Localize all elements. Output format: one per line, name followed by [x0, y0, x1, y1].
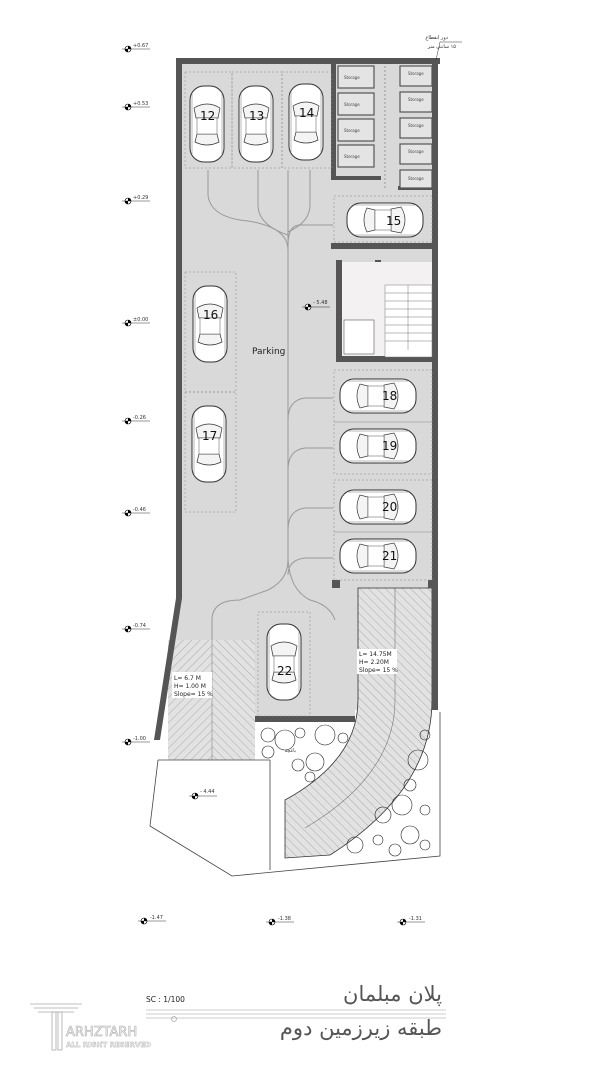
svg-text:±0.00: ±0.00 [133, 317, 148, 323]
svg-text:Slope= 15 %: Slope= 15 % [174, 691, 213, 698]
svg-text:H= 1.00 M: H= 1.00 M [174, 683, 206, 690]
car-19: 19 [339, 428, 417, 464]
svg-text:+0.53: +0.53 [133, 101, 148, 107]
logo-text: ARHZTARH [66, 1025, 137, 1040]
drive-aisle-lines [207, 170, 336, 640]
svg-text:13: 13 [249, 109, 264, 123]
svg-text:-1.31: -1.31 [409, 916, 422, 922]
svg-text:22: 22 [277, 664, 292, 678]
svg-text:-1.38: -1.38 [278, 916, 291, 922]
ramp-left-note: L= 6.7 M H= 1.00 M Slope= 15 % [172, 672, 213, 698]
logo-subtext: ALL RIGHT RESERVED [66, 1041, 151, 1049]
svg-text:+0.67: +0.67 [133, 43, 148, 49]
svg-text:19: 19 [382, 439, 397, 453]
car-15: 15 [346, 202, 424, 238]
level-mark-parking: - 5.48 [301, 300, 331, 311]
svg-text:12: 12 [200, 109, 215, 123]
svg-text:+0.29: +0.29 [133, 195, 148, 201]
storage-label: Storage [408, 97, 424, 102]
storage-label: Storage [408, 123, 424, 128]
svg-text:17: 17 [202, 429, 217, 443]
car-20: 20 [339, 489, 417, 525]
storage-rooms [337, 65, 433, 189]
svg-text:-1.00: -1.00 [133, 736, 146, 742]
ramp-right-note: L= 14.75M H= 2.20M Slope= 15 % [357, 649, 398, 674]
elevation-marks-bottom: -1.47 -1.38 -1.31 [137, 915, 426, 926]
car-22: 22 [266, 623, 302, 701]
level-mark-yard: - 4.44 [188, 789, 218, 800]
elevation-marks-side: +0.67 +0.53 +0.29 ±0.00 -0.26 -0.46 -0.7… [121, 43, 151, 746]
svg-text:- 4.44: - 4.44 [200, 789, 215, 795]
parking-label: Parking [252, 347, 285, 357]
svg-text:18: 18 [382, 389, 397, 403]
svg-text:دور انقطاع: دور انقطاع [425, 35, 448, 41]
car-18: 18 [339, 378, 417, 414]
plan-title: پلان مبلمان [343, 982, 442, 1006]
garden: باغچه [260, 724, 431, 857]
svg-text:16: 16 [203, 308, 218, 322]
svg-text:H= 2.20M: H= 2.20M [359, 659, 389, 666]
car-14: 14 [288, 83, 324, 161]
storage-label: Storage [408, 176, 424, 181]
stair-core [342, 262, 433, 358]
parking-stalls [184, 71, 433, 717]
wall-thickness-note: دور انقطاع ۱۵ سانتی متر [425, 35, 462, 61]
svg-text:-0.74: -0.74 [133, 623, 146, 629]
svg-text:L= 14.75M: L= 14.75M [359, 651, 392, 658]
car-16: 16 [192, 285, 228, 363]
svg-text:-0.26: -0.26 [133, 415, 146, 421]
car-12: 12 [189, 85, 225, 163]
svg-text:20: 20 [382, 500, 397, 514]
car-21: 21 [339, 538, 417, 574]
car-17: 17 [191, 405, 227, 483]
svg-text:-0.46: -0.46 [133, 507, 146, 513]
svg-text:21: 21 [382, 549, 397, 563]
storage-label: Storage [408, 71, 424, 76]
scale-label: SC : 1/100 [146, 995, 185, 1004]
car-13: 13 [238, 85, 274, 163]
storage-label: Storage [408, 149, 424, 154]
storage-label: Storage [344, 154, 360, 159]
svg-text:15: 15 [386, 214, 401, 228]
storage-label: Storage [344, 102, 360, 107]
svg-text:L= 6.7 M: L= 6.7 M [174, 675, 201, 682]
garden-label: باغچه [285, 748, 296, 754]
ramp-left [168, 640, 212, 760]
svg-text:- 5.48: - 5.48 [313, 300, 328, 306]
storage-label: Storage [344, 128, 360, 133]
plan-subtitle: طبقه زیرزمین دوم [279, 1016, 442, 1040]
svg-text:۱۵ سانتی متر: ۱۵ سانتی متر [427, 44, 457, 50]
logo [30, 1003, 177, 1051]
svg-text:-1.47: -1.47 [150, 915, 163, 921]
svg-text:14: 14 [299, 106, 314, 120]
storage-label: Storage [344, 75, 360, 80]
svg-text:Slope= 15 %: Slope= 15 % [359, 667, 398, 674]
